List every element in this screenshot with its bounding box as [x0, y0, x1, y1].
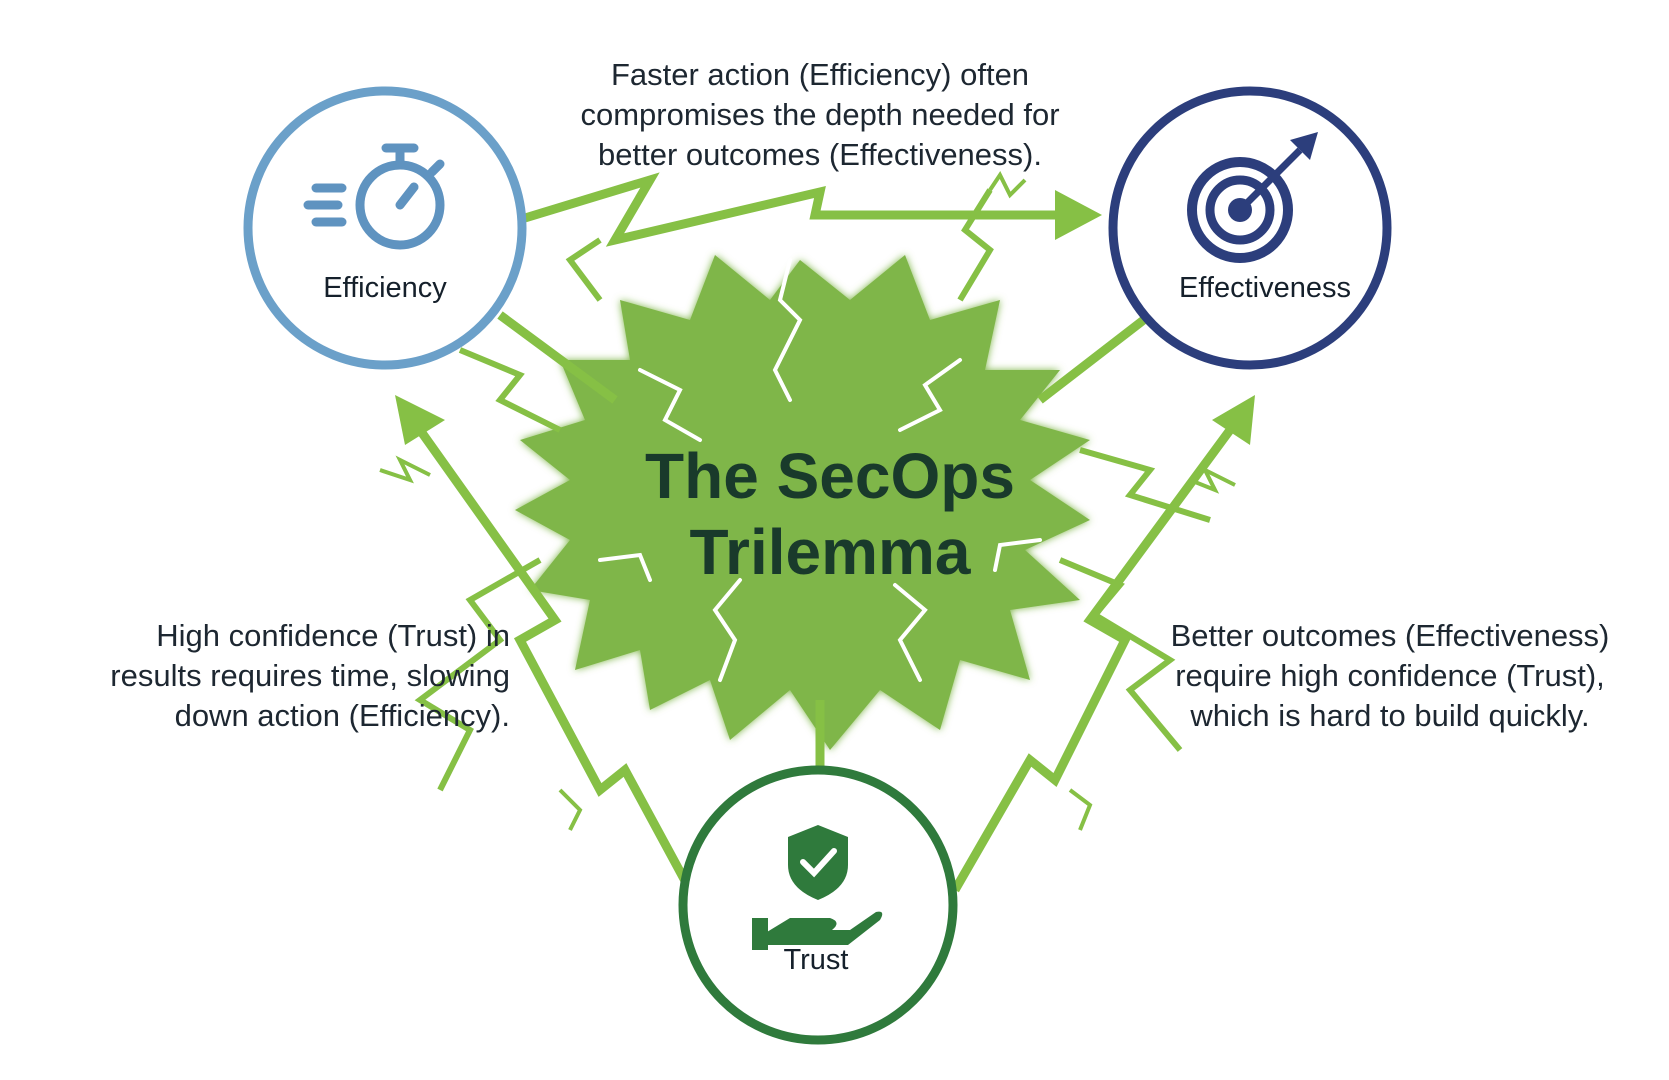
caption-right: Better outcomes (Effectiveness) require … [1130, 616, 1650, 736]
effectiveness-label: Effectiveness [1179, 272, 1351, 304]
arrow-trust-to-efficiency [416, 427, 694, 893]
effectiveness-node [1108, 86, 1392, 370]
caption-right-line: require high confidence (Trust), [1175, 658, 1605, 693]
target-icon [1187, 132, 1318, 263]
caption-left-line: down action (Efficiency). [174, 698, 510, 733]
caption-right-line: Better outcomes (Effectiveness) [1170, 618, 1610, 653]
arrowhead-effectiveness-top [1055, 190, 1102, 240]
arrowhead-effectiveness-right [1212, 395, 1255, 445]
spark-marks [379, 171, 1236, 831]
trust-label: Trust [783, 944, 849, 976]
caption-left-line: High confidence (Trust) in [156, 618, 510, 653]
caption-top-line: Faster action (Efficiency) often [610, 57, 1030, 92]
burst-cracks [598, 258, 1042, 682]
shield-hand-icon [752, 825, 883, 950]
title-line-2: Trilemma [689, 516, 971, 588]
caption-left: High confidence (Trust) in results requi… [20, 616, 510, 736]
caption-top-line: better outcomes (Effectiveness). [598, 137, 1042, 172]
lightning-rays [414, 188, 1211, 792]
arrow-efficiency-to-effectiveness [523, 172, 1060, 247]
page-title: The SecOps Trilemma [560, 438, 1100, 590]
stopwatch-icon [303, 143, 445, 250]
trust-node [678, 765, 958, 1045]
efficiency-node [243, 86, 527, 370]
efficiency-label: Efficiency [323, 272, 447, 304]
caption-right-line: which is hard to build quickly. [1190, 698, 1590, 733]
arrow-trust-to-effectiveness [951, 427, 1234, 893]
title-line-1: The SecOps [645, 440, 1015, 512]
caption-top-line: compromises the depth needed for [580, 97, 1060, 132]
arrowhead-efficiency-left [395, 395, 445, 445]
caption-top: Faster action (Efficiency) often comprom… [500, 55, 1140, 175]
caption-left-line: results requires time, slowing [110, 658, 510, 693]
